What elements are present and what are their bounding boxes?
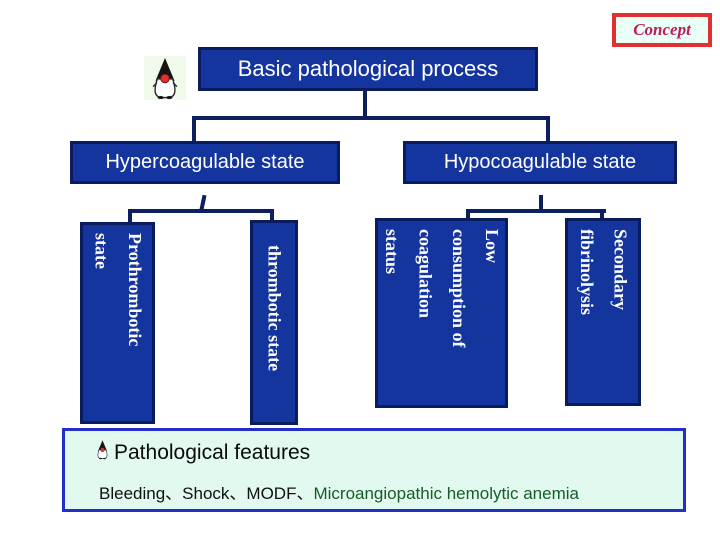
secondary-fibrinolysis-label: Secondary fibrinolysis	[577, 229, 631, 316]
pathological-features-heading: Pathological features	[95, 439, 683, 466]
connector-right-horizontal	[466, 209, 606, 213]
connector-left-stub	[199, 194, 207, 211]
concept-badge: Concept	[612, 13, 712, 47]
penguin-mascot-icon	[144, 56, 186, 100]
prothrombotic-state-label: Prothrombotic state	[91, 233, 145, 347]
hypocoagulable-state-label: Hypocoagulable state	[443, 151, 637, 173]
connector-left-drop-2	[270, 211, 274, 222]
pathological-features-list: Bleeding、Shock、MODF、Microangiopathic hem…	[99, 479, 683, 504]
penguin-mascot-glyph	[152, 57, 178, 99]
connector-right-stub	[539, 195, 543, 211]
low-consumption-coagulation-box: Low consumption of coagulation status	[375, 218, 508, 408]
connector-top-left-drop	[192, 118, 196, 141]
connector-top-right-drop	[546, 118, 550, 141]
title-label: Basic pathological process	[237, 56, 499, 81]
thrombotic-state-box: thrombotic state	[250, 220, 298, 425]
connector-left-drop-1	[128, 211, 132, 224]
secondary-fibrinolysis-box: Secondary fibrinolysis	[565, 218, 641, 406]
connector-right-drop-2	[600, 211, 604, 220]
pathological-features-panel: Pathological features Bleeding、Shock、MOD…	[62, 428, 686, 512]
connector-right-drop-1	[466, 211, 470, 220]
connector-left-horizontal	[128, 209, 274, 213]
prothrombotic-state-box: Prothrombotic state	[80, 222, 155, 424]
hypercoagulable-state-label: Hypercoagulable state	[105, 151, 305, 173]
thrombotic-state-label: thrombotic state	[264, 245, 285, 372]
connector-title-stub	[363, 91, 367, 118]
low-consumption-coagulation-label: Low consumption of coagulation status	[382, 229, 503, 348]
title-box: Basic pathological process	[198, 47, 538, 91]
features-plain-items: Bleeding、Shock、MODF、	[99, 484, 314, 503]
hypocoagulable-state-box: Hypocoagulable state	[403, 141, 677, 184]
penguin-mascot-small-icon	[95, 439, 110, 466]
pathological-features-title: Pathological features	[114, 440, 311, 464]
penguin-mascot-small-glyph	[97, 440, 108, 460]
concept-badge-label: Concept	[633, 20, 691, 39]
features-green-item: Microangiopathic hemolytic anemia	[313, 484, 579, 503]
connector-top-horizontal	[192, 116, 550, 120]
hypercoagulable-state-box: Hypercoagulable state	[70, 141, 340, 184]
